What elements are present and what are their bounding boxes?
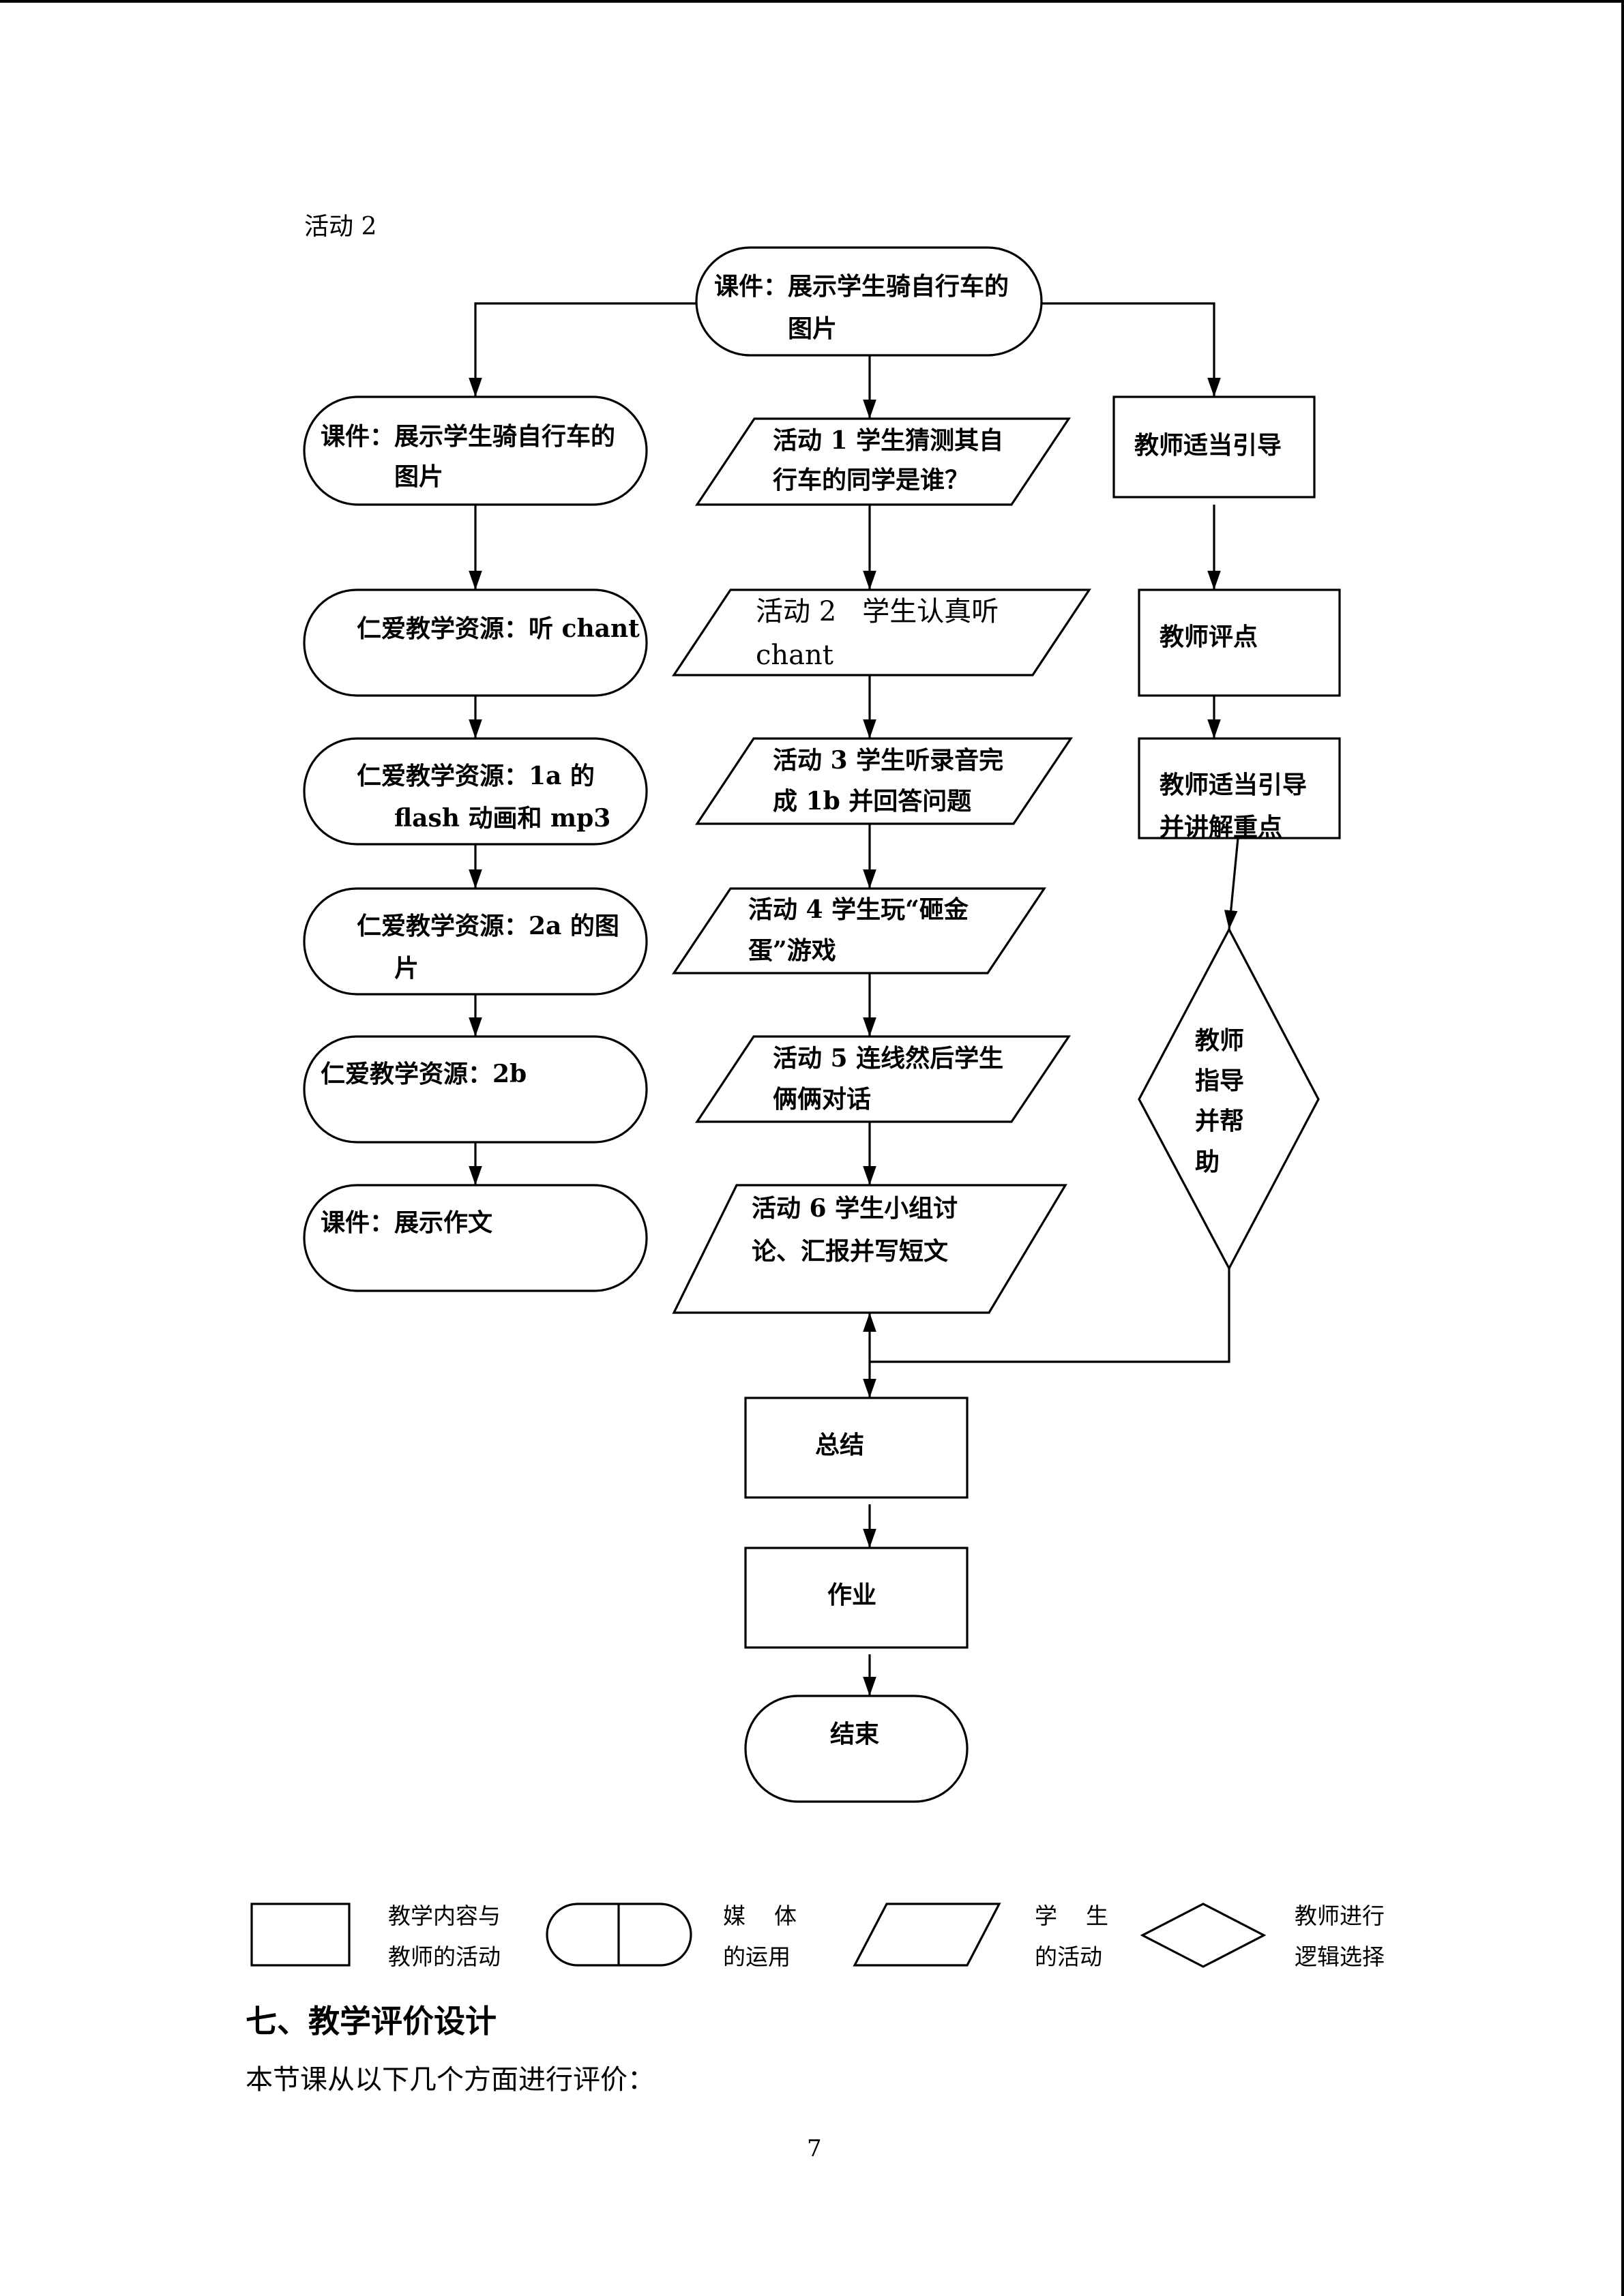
left-media-3-line1: 仁爱教学资源：1a 的 [357,762,595,790]
legend-rectangle-line1: 教学内容与 [388,1903,501,1929]
diamond-line3: 并帮 [1195,1107,1244,1135]
top-media-line1: 课件：展示学生骑自行车的 [714,272,1009,301]
legend-rectangle: 教学内容与 教师的活动 [250,1903,501,1970]
right-teacher-2: 教师评点 [1138,588,1341,697]
middle-activity-6: 活动 6 学生小组讨 论、汇报并写短文 [672,1184,1067,1314]
diamond-line2: 指导 [1195,1067,1244,1095]
section-title: 七、教学评价设计 [246,2003,497,2040]
diamond-line4: 助 [1195,1148,1220,1176]
summary-node: 总结 [744,1397,969,1499]
summary-label: 总结 [815,1431,864,1459]
right-teacher-1: 教师适当引导 [1112,396,1316,498]
middle-activity-2-line2: chant [756,640,833,671]
left-media-1-line1: 课件：展示学生骑自行车的 [321,422,615,451]
right-teacher-1-line1: 教师适当引导 [1134,431,1282,460]
middle-activity-2-line1: 活动 2 学生认真听 [756,596,999,627]
left-media-2-line1: 仁爱教学资源：听 chant [357,614,640,643]
left-media-3: 仁爱教学资源：1a 的 flash 动画和 mp3 [303,737,648,846]
page-number: 7 [807,2135,822,2162]
legend-media-line1: 媒 体 [723,1903,797,1929]
legend-parallelogram: 学 生 的活动 [853,1903,1108,1970]
middle-activity-1: 活动 1 学生猜测其自 行车的同学是谁？ [695,417,1071,506]
middle-activity-4: 活动 4 学生玩“砸金 蛋”游戏 [672,887,1046,974]
right-teacher-2-line1: 教师评点 [1160,623,1258,651]
left-media-6: 课件：展示作文 [303,1184,648,1292]
middle-activity-5-line2: 俩俩对话 [773,1085,871,1114]
left-media-3-line2: flash 动画和 mp3 [394,804,610,833]
legend-decision-line2: 逻辑选择 [1295,1943,1385,1970]
right-teacher-3: 教师适当引导 并讲解重点 [1138,737,1341,841]
feedback-connector [863,1268,1230,1398]
middle-activity-3-line1: 活动 3 学生听录音完 [773,746,1003,775]
legend: 教学内容与 教师的活动 媒 体 的运用 学 生 的活动 教师进行 逻辑选择 [250,1903,1385,1970]
middle-activity-6-line1: 活动 6 学生小组讨 [752,1194,958,1223]
right-teacher-3-line2: 并讲解重点 [1160,813,1282,841]
legend-student-line2: 的活动 [1035,1943,1102,1970]
diamond-line1: 教师 [1195,1026,1244,1055]
homework-node: 作业 [744,1547,969,1649]
left-media-4: 仁爱教学资源：2a 的图 片 [303,887,648,996]
legend-media: 媒 体 的运用 [546,1903,797,1970]
left-media-2: 仁爱教学资源：听 chant [303,588,648,697]
page-top-border [0,0,1624,3]
middle-activity-6-line2: 论、汇报并写短文 [752,1237,948,1266]
middle-activity-1-line1: 活动 1 学生猜测其自 [773,426,1003,455]
left-media-6-line1: 课件：展示作文 [321,1208,492,1237]
left-media-4-line1: 仁爱教学资源：2a 的图 [357,912,619,940]
decision-diamond: 教师 指导 并帮 助 [1138,927,1320,1271]
left-media-1-line2: 图片 [394,462,443,491]
middle-activity-2: 活动 2 学生认真听 chant [672,588,1091,676]
left-media-5: 仁爱教学资源：2b [303,1035,648,1144]
end-label: 结束 [830,1720,879,1748]
end-node: 结束 [744,1695,969,1803]
left-media-1: 课件：展示学生骑自行车的 图片 [303,396,648,506]
middle-activity-3: 活动 3 学生听录音完 成 1b 并回答问题 [695,737,1074,825]
middle-activity-4-line1: 活动 4 学生玩“砸金 [748,895,969,924]
legend-student-line1: 学 生 [1035,1903,1108,1929]
top-media-node: 课件：展示学生骑自行车的 图片 [695,246,1043,357]
middle-activity-5-line1: 活动 5 连线然后学生 [773,1044,1003,1073]
legend-rectangle-line2: 教师的活动 [388,1943,501,1970]
homework-label: 作业 [827,1581,876,1609]
top-connectors [469,302,1221,419]
page-right-border [1621,0,1624,2296]
legend-media-line2: 的运用 [723,1943,791,1970]
top-media-line2: 图片 [788,314,837,343]
legend-decision-line1: 教师进行 [1295,1903,1385,1929]
middle-activity-1-line2: 行车的同学是谁？ [773,466,969,494]
activity-label: 活动 2 [304,213,377,241]
middle-activity-5: 活动 5 连线然后学生 俩俩对话 [695,1035,1072,1123]
left-media-4-line2: 片 [394,954,419,983]
section-body: 本节课从以下几个方面进行评价： [246,2064,655,2096]
middle-activity-3-line2: 成 1b 并回答问题 [773,787,971,816]
legend-diamond: 教师进行 逻辑选择 [1140,1903,1385,1970]
right-teacher-3-line1: 教师适当引导 [1160,771,1307,799]
left-media-5-line1: 仁爱教学资源：2b [321,1060,527,1088]
middle-activity-4-line2: 蛋”游戏 [748,936,836,965]
